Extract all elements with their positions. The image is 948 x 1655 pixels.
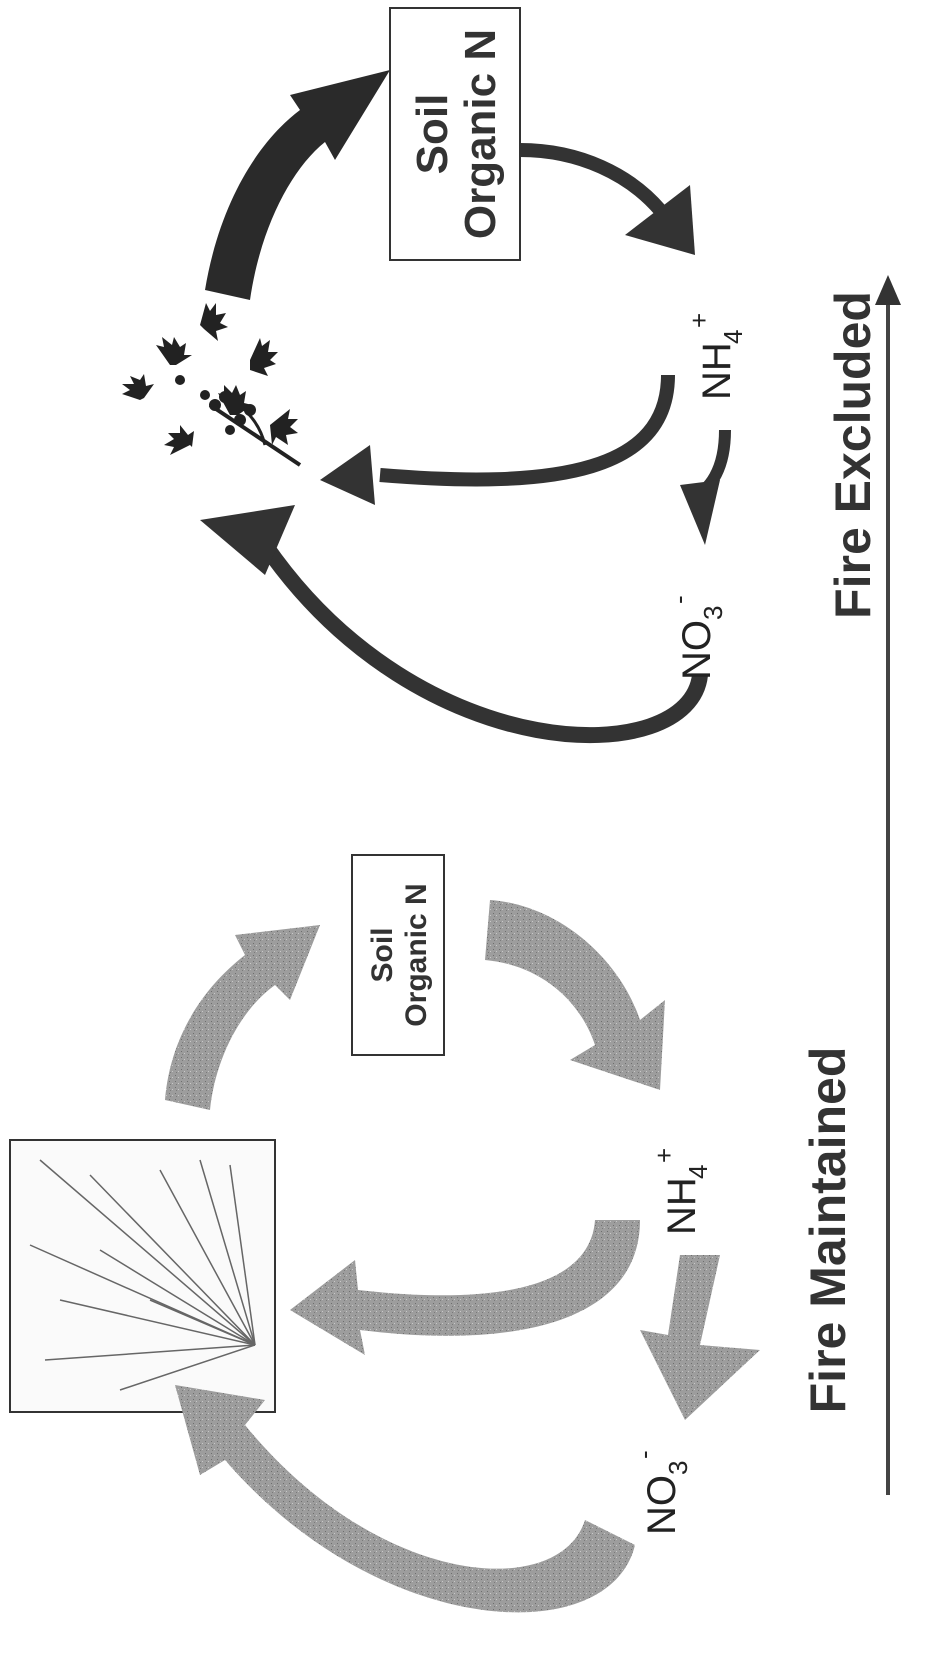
nitrate-to-plant-arrow-light bbox=[175, 1385, 635, 1613]
ammonium-label: NH bbox=[695, 342, 739, 400]
ammonium-to-plant-arrow-light bbox=[290, 1220, 640, 1355]
ammonium-superscript-small: + bbox=[649, 1148, 679, 1163]
ammonium-subscript: 4 bbox=[718, 330, 748, 344]
nitrate-label-small: NO bbox=[640, 1475, 684, 1535]
nitrate-to-plant-arrow bbox=[258, 540, 708, 744]
fire-excluded-label: Fire Excluded bbox=[825, 291, 881, 619]
nitrate-superscript: - bbox=[664, 595, 694, 604]
gradient-arrow-head bbox=[875, 275, 901, 305]
plant-to-soil-arrow-light bbox=[165, 925, 320, 1110]
ammonium-superscript: + bbox=[684, 313, 714, 328]
nitrate-subscript-small: 3 bbox=[663, 1461, 693, 1475]
soil-to-ammonium-arrow bbox=[519, 143, 666, 215]
fire-gradient-axis: Fire Excluded Fire Maintained bbox=[800, 275, 901, 1495]
nitrate-label: NO bbox=[675, 620, 719, 680]
plant-to-soil-arrow bbox=[205, 70, 390, 300]
soil-organic-n-box-small bbox=[351, 854, 445, 1056]
nitrate-subscript: 3 bbox=[698, 606, 728, 620]
fire-maintained-label: Fire Maintained bbox=[800, 1047, 856, 1414]
organic-n-label-small: Organic N bbox=[400, 883, 433, 1026]
organic-n-label: Organic N bbox=[456, 29, 505, 239]
ammonium-to-nitrate-arrow-light bbox=[640, 1255, 760, 1420]
ammonium-to-plant-arrow bbox=[379, 374, 675, 487]
soil-organic-n-box bbox=[389, 7, 521, 261]
soil-label: Soil bbox=[408, 94, 457, 175]
ammonium-subscript-small: 4 bbox=[683, 1165, 713, 1179]
ammonium-label-small: NH bbox=[660, 1177, 704, 1235]
holly-icon bbox=[122, 303, 302, 467]
nitrate-superscript-small: - bbox=[629, 1450, 659, 1459]
grass-icon bbox=[29, 1159, 256, 1391]
soil-label-small: Soil bbox=[366, 927, 399, 982]
soil-to-ammonium-arrow-light bbox=[485, 900, 665, 1090]
fire-maintained-panel: Soil Organic N NH bbox=[9, 854, 760, 1613]
fire-excluded-panel: Soil Organic N NH 4 + NO 3 - bbox=[122, 7, 748, 744]
